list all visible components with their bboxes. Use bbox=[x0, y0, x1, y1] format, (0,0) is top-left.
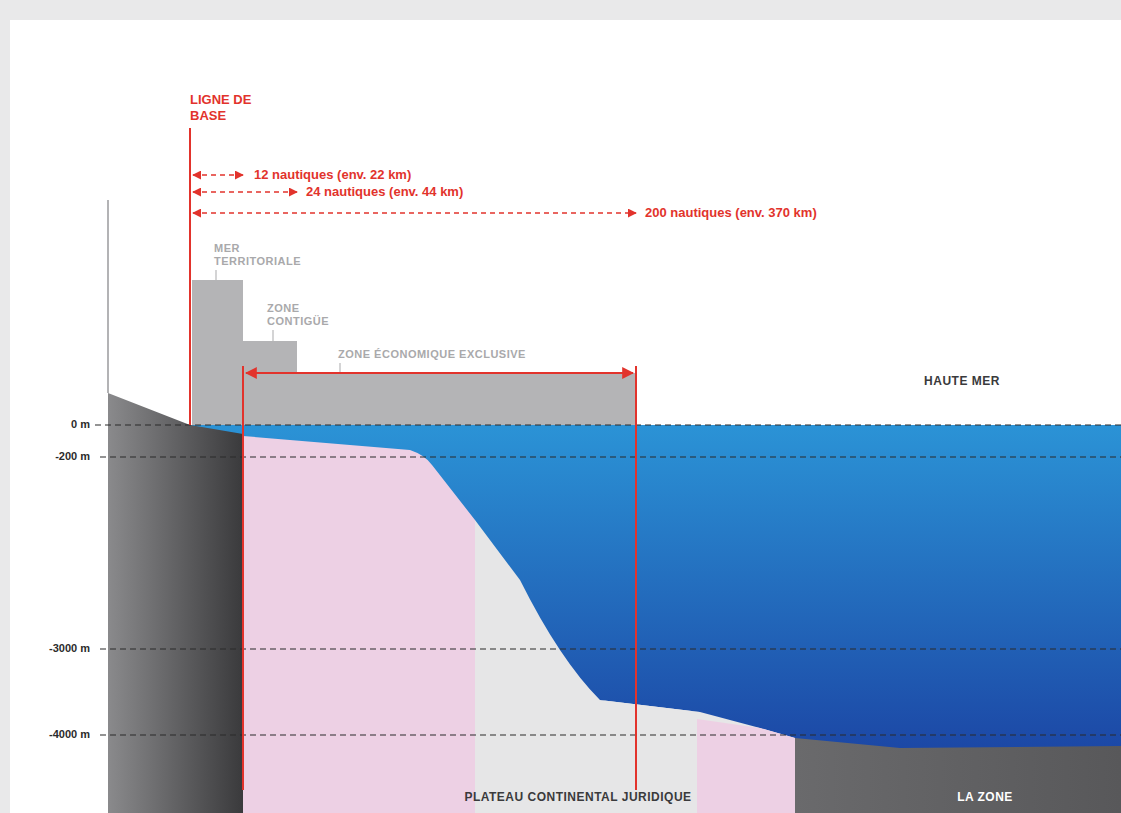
distance-label: 24 nautiques (env. 44 km) bbox=[306, 184, 463, 200]
contiguous-bar bbox=[243, 341, 297, 425]
zone-label: ZONE ÉCONOMIQUE EXCLUSIVE bbox=[338, 348, 526, 361]
rise-pink bbox=[697, 719, 795, 813]
depth-label: -200 m bbox=[55, 450, 90, 463]
shelf-pink bbox=[243, 436, 475, 813]
zone-label: MER TERRITORIALE bbox=[214, 242, 314, 268]
zone-label: ZONE CONTIGÜE bbox=[267, 302, 347, 328]
zone-label: LA ZONE bbox=[957, 790, 1013, 804]
leader bbox=[216, 270, 217, 280]
eez-bar bbox=[297, 373, 636, 425]
baseline-label: LIGNE DE BASE bbox=[190, 92, 254, 123]
distance-label: 200 nautiques (env. 370 km) bbox=[645, 205, 817, 221]
white-panel bbox=[10, 20, 1121, 813]
zone-label: PLATEAU CONTINENTAL JURIDIQUE bbox=[464, 790, 691, 804]
distance-label: 12 nautiques (env. 22 km) bbox=[254, 167, 411, 183]
territorial-bar bbox=[192, 280, 243, 425]
deep-seabed bbox=[795, 738, 1121, 813]
depth-label: 0 m bbox=[71, 418, 90, 431]
zone-label: HAUTE MER bbox=[924, 374, 1000, 388]
depth-label: -3000 m bbox=[49, 642, 90, 655]
leader bbox=[340, 363, 341, 373]
depth-lines bbox=[95, 425, 1121, 735]
depth-label: -4000 m bbox=[49, 728, 90, 741]
leader bbox=[273, 330, 274, 341]
slope-grey bbox=[475, 520, 700, 813]
land bbox=[108, 393, 243, 813]
limit-lines bbox=[190, 128, 636, 790]
coast-line bbox=[107, 200, 109, 393]
